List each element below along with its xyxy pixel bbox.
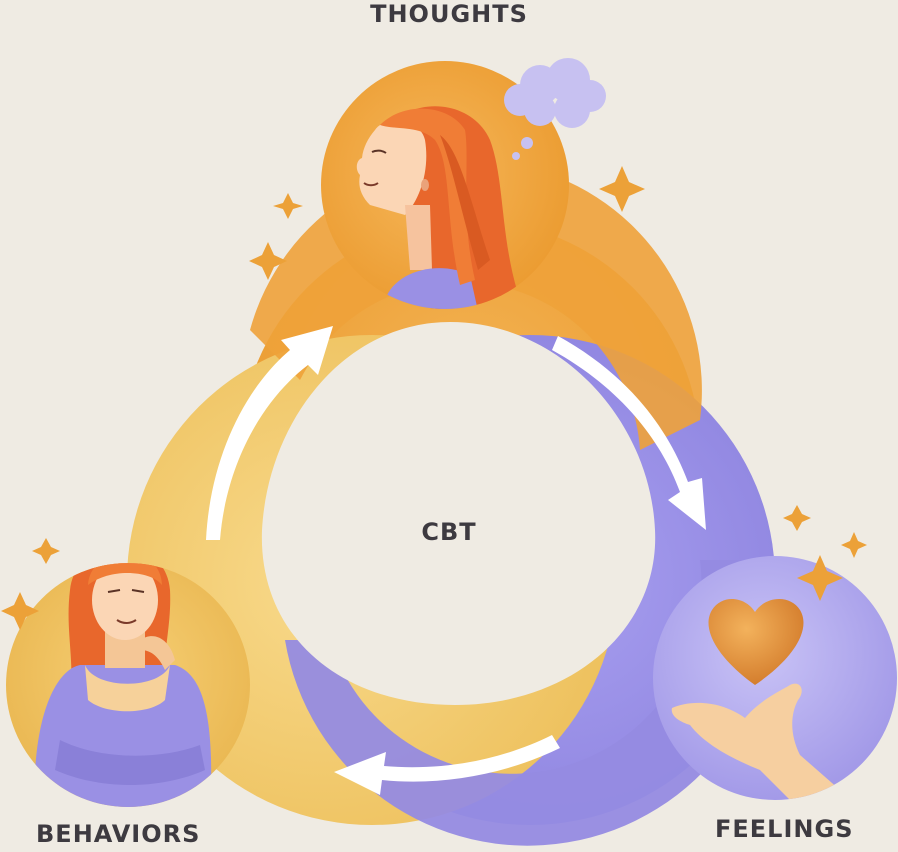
open-hand-icon bbox=[671, 683, 840, 800]
thought-bubble-icon bbox=[504, 58, 606, 160]
thoughts-node bbox=[321, 61, 569, 309]
heart-icon bbox=[708, 598, 804, 685]
feelings-label: FEELINGS bbox=[715, 815, 854, 843]
pondering-woman-portrait bbox=[34, 563, 212, 807]
arrow-feelings-to-behaviors bbox=[334, 735, 560, 795]
arrow-behaviors-to-thoughts bbox=[206, 326, 333, 540]
sparkle-icon bbox=[1, 166, 867, 630]
thoughts-label: THOUGHTS bbox=[370, 0, 528, 28]
center-hole bbox=[261, 322, 656, 705]
center-label: CBT bbox=[421, 518, 477, 546]
thinking-woman-portrait bbox=[356, 106, 520, 309]
behaviors-node bbox=[6, 563, 250, 807]
feelings-node bbox=[653, 556, 897, 800]
behaviors-label: BEHAVIORS bbox=[36, 820, 201, 848]
arrow-thoughts-to-feelings bbox=[552, 336, 706, 530]
